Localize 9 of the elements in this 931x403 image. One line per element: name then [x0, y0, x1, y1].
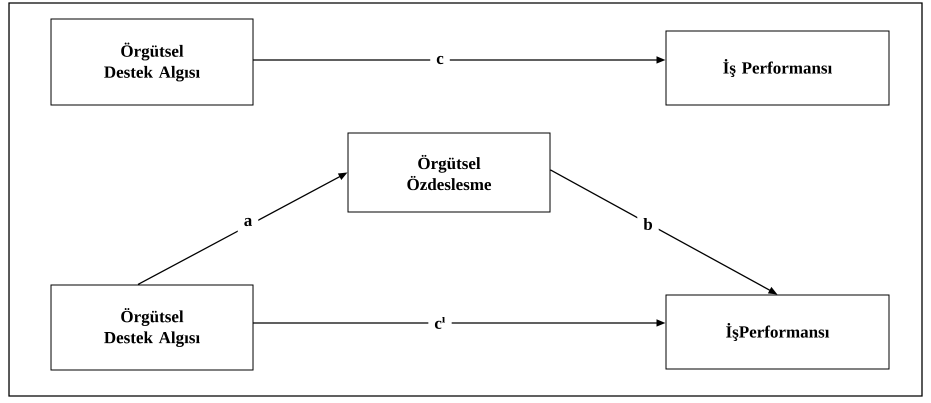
edge-label: a: [238, 212, 258, 232]
box: Örgütsel Özdeslesme: [348, 132, 550, 212]
box: İşPerformansı: [666, 294, 890, 370]
box: Örgütsel Destek Algısı: [50, 284, 254, 370]
edge-label: c$^{ı}$: [428, 311, 452, 335]
edge-label: c: [430, 50, 450, 70]
edge-label: b: [637, 212, 659, 236]
box: Örgütsel Destek Algısı: [50, 18, 254, 106]
box: İş Performansı: [666, 30, 890, 106]
